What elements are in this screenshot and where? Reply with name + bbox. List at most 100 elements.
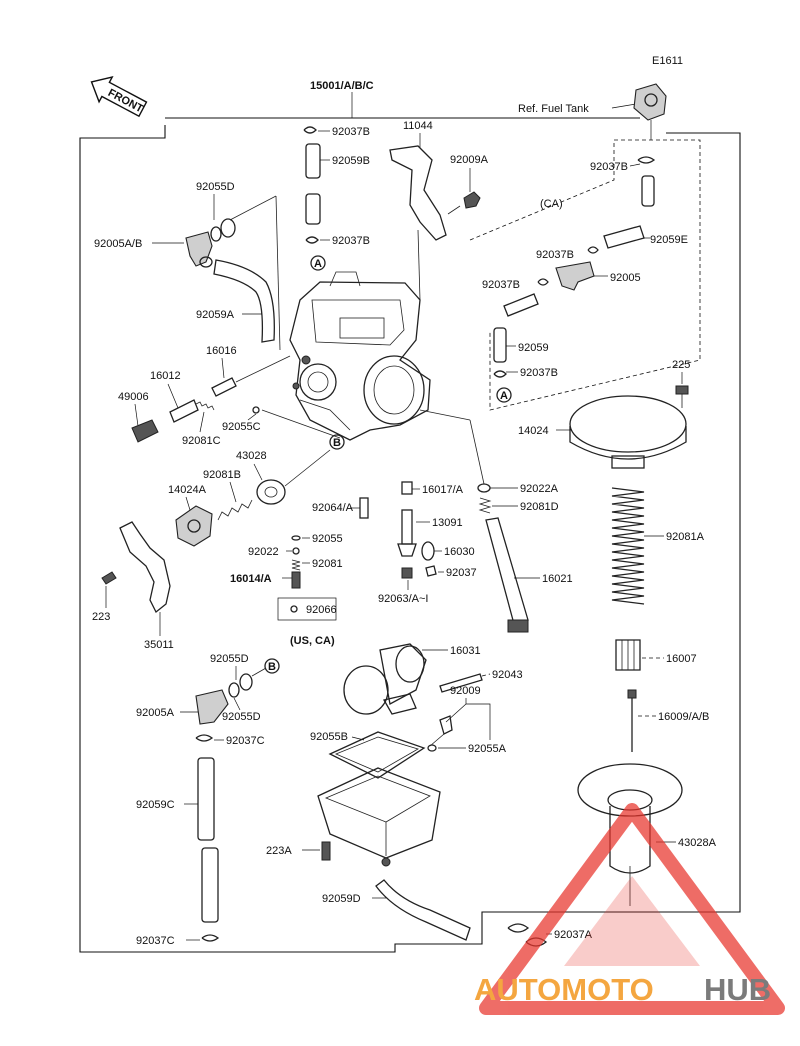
jet-13091 bbox=[401, 509, 413, 545]
tube-92059e bbox=[603, 225, 645, 249]
label-16007: 16007 bbox=[666, 653, 697, 665]
label-13091: 13091 bbox=[432, 517, 463, 529]
label-92037a: 92037A bbox=[554, 929, 593, 941]
label-92037b-mid: 92037B bbox=[332, 235, 370, 247]
ca-region bbox=[469, 139, 701, 411]
spring-92081d bbox=[478, 497, 492, 514]
label-14024: 14024 bbox=[518, 425, 549, 437]
fitting-92005a bbox=[195, 689, 229, 725]
label-14024a: 14024A bbox=[168, 484, 207, 496]
svg-text:HUB: HUB bbox=[704, 972, 771, 1007]
label-92066: 92066 bbox=[306, 604, 337, 616]
callout-b-mid: B bbox=[329, 434, 345, 450]
label-16030: 16030 bbox=[444, 546, 475, 558]
svg-text:B: B bbox=[333, 437, 341, 449]
callout-a-top: A bbox=[310, 255, 326, 271]
cap-49006 bbox=[131, 419, 159, 443]
label-92081d: 92081D bbox=[520, 501, 559, 513]
label-92005a: 92005A bbox=[136, 707, 175, 719]
clip-92037b-mid bbox=[305, 236, 319, 244]
callout-b-left: B bbox=[264, 658, 280, 674]
label-16012: 16012 bbox=[150, 370, 181, 382]
tube-92059b-upper bbox=[305, 143, 321, 179]
assembly-border bbox=[79, 125, 741, 953]
label-92022a: 92022A bbox=[520, 483, 559, 495]
label-92037b-r3: 92037B bbox=[482, 279, 520, 291]
jet-16017a bbox=[401, 481, 413, 495]
tube-92059c-upper bbox=[197, 757, 215, 841]
label-92059b: 92059B bbox=[332, 155, 370, 167]
hose-92059a bbox=[213, 259, 275, 343]
clip-92037b-r2 bbox=[587, 246, 599, 254]
screw-225 bbox=[675, 385, 689, 395]
callout-a-right: A bbox=[496, 387, 512, 403]
label-92037c-1: 92037C bbox=[226, 735, 265, 747]
label-92055: 92055 bbox=[312, 533, 343, 545]
spring-92081b bbox=[217, 499, 253, 521]
label-35011: 35011 bbox=[144, 639, 174, 651]
label-92037: 92037 bbox=[446, 567, 477, 579]
clip-92037b-r1 bbox=[637, 156, 656, 164]
label-92037b-r1: 92037B bbox=[590, 161, 628, 173]
label-92037b-r2: 92037B bbox=[536, 249, 574, 261]
tube-92059b-lower bbox=[305, 193, 321, 225]
label-92059: 92059 bbox=[518, 342, 549, 354]
gasket-92055b bbox=[328, 731, 426, 779]
label-92081b: 92081B bbox=[203, 469, 241, 481]
label-92037b-r4: 92037B bbox=[520, 367, 558, 379]
label-16021: 16021 bbox=[542, 573, 573, 585]
clip-92037b-r3 bbox=[537, 278, 549, 286]
us-ca-label: (US, CA) bbox=[290, 635, 335, 647]
diagram-code: E1611 bbox=[652, 55, 683, 67]
screw-92009a bbox=[463, 191, 481, 209]
svg-text:AUTOMOTO: AUTOMOTO bbox=[474, 972, 654, 1007]
clip-92037b-top bbox=[303, 126, 317, 134]
label-92055a: 92055A bbox=[468, 743, 507, 755]
label-92064a: 92064/A bbox=[312, 502, 354, 514]
label-225: 225 bbox=[672, 359, 690, 371]
label-92037c-2: 92037C bbox=[136, 935, 175, 947]
cover-14024a bbox=[175, 505, 213, 547]
svg-text:A: A bbox=[500, 390, 508, 402]
oring-92055c bbox=[252, 406, 260, 414]
oring-92055a bbox=[427, 744, 437, 752]
oring-92055d-top bbox=[220, 218, 236, 238]
us-ca-box bbox=[277, 597, 337, 621]
label-43028a: 43028A bbox=[678, 837, 717, 849]
label-16014a: 16014/A bbox=[230, 573, 272, 585]
label-92063a: 92063/A~I bbox=[378, 593, 428, 605]
label-223a: 223A bbox=[266, 845, 292, 857]
clip-92037c-2 bbox=[201, 934, 220, 942]
svg-text:B: B bbox=[268, 661, 276, 673]
jet-92064a bbox=[359, 497, 369, 519]
watermark-text: AUTOMOTO HUB bbox=[474, 972, 771, 1007]
label-43028: 43028 bbox=[236, 450, 267, 462]
label-92055d-l1: 92055D bbox=[210, 653, 249, 665]
label-49006: 49006 bbox=[118, 391, 149, 403]
label-16016: 16016 bbox=[206, 345, 237, 357]
spring-92081 bbox=[291, 559, 301, 571]
label-92009a: 92009A bbox=[450, 154, 489, 166]
label-223-left: 223 bbox=[92, 611, 110, 623]
fitting-92005ab bbox=[185, 231, 213, 267]
tube-92059c-lower bbox=[201, 847, 219, 923]
bracket-11044 bbox=[389, 145, 447, 241]
oring-92055d-l2 bbox=[228, 682, 240, 698]
fuel-tank-fitting bbox=[633, 83, 667, 140]
label-92055c: 92055C bbox=[222, 421, 261, 433]
label-92055d-top: 92055D bbox=[196, 181, 235, 193]
diaphragm-43028a bbox=[577, 763, 683, 906]
front-arrow-icon: FRONT bbox=[90, 76, 148, 118]
part-16012 bbox=[169, 399, 199, 423]
label-92005: 92005 bbox=[610, 272, 641, 284]
spring-92081a bbox=[611, 487, 645, 605]
tube-92059e-upper bbox=[641, 175, 655, 207]
oring-92055-small bbox=[291, 535, 301, 541]
ca-label: (CA) bbox=[540, 198, 563, 210]
label-92055d-l2: 92055D bbox=[222, 711, 261, 723]
cover-14024 bbox=[569, 395, 687, 469]
fuel-tank-ref-label: Ref. Fuel Tank bbox=[518, 103, 589, 115]
top-label: 15001/A/B/C bbox=[310, 80, 374, 92]
tube-92059 bbox=[493, 327, 507, 363]
